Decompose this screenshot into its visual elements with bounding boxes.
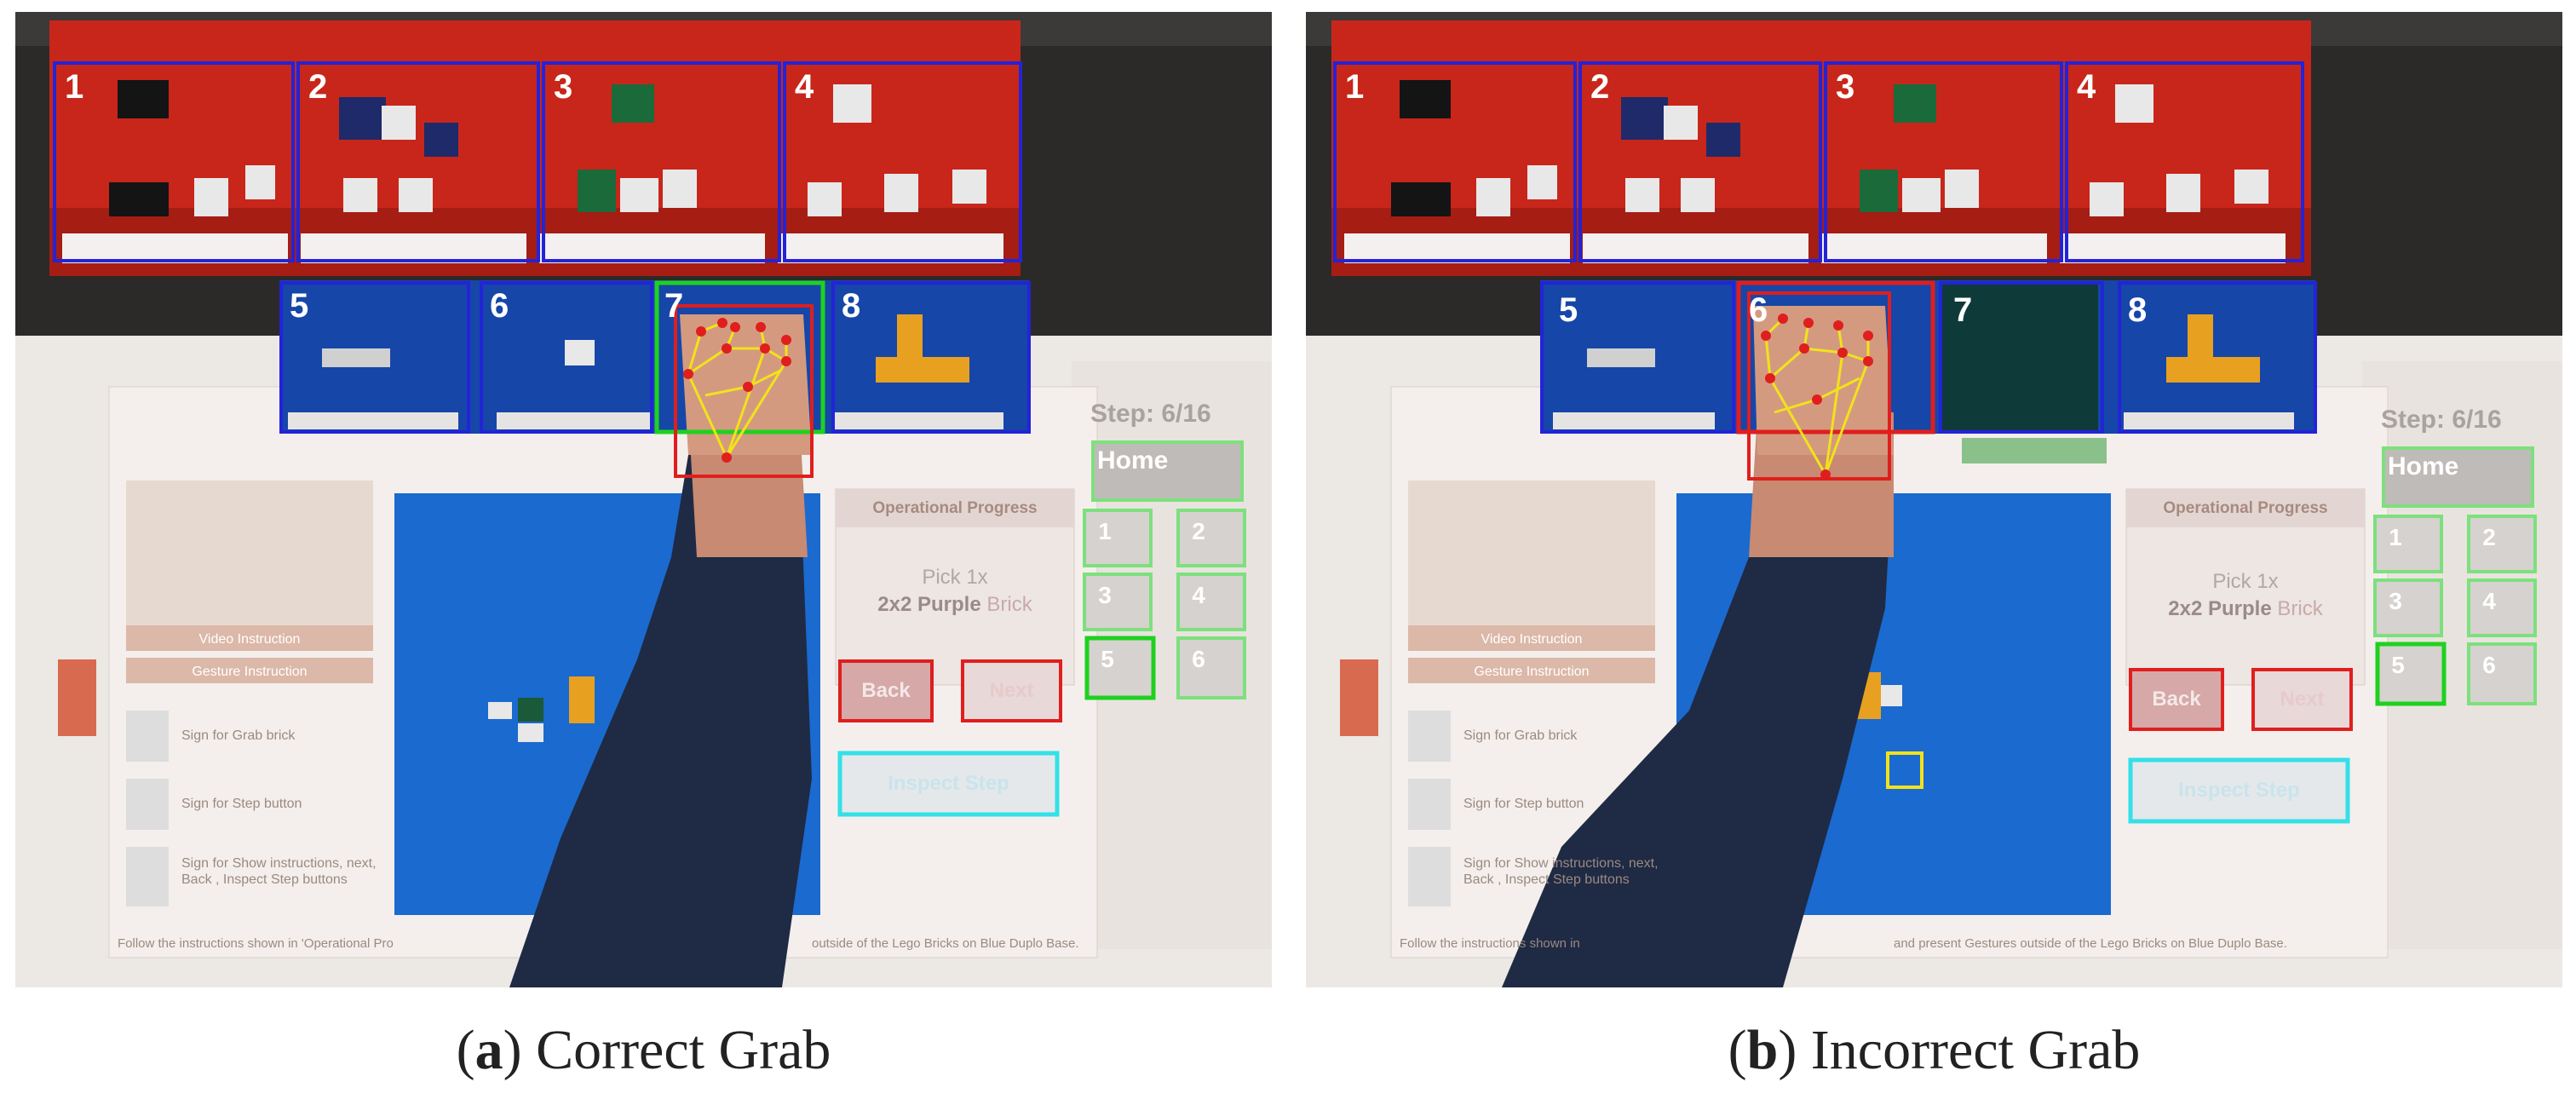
side-gesture-instruction: Gesture Instruction [1474, 665, 1590, 679]
side-video-instruction: Video Instruction [1481, 632, 1583, 647]
caption-b-text: Incorrect Grab [1810, 1019, 2141, 1081]
footer-instruction: Follow the instructions shown in [1400, 936, 1580, 951]
nav-button-1[interactable]: 1 [1098, 518, 1112, 544]
caption-b: (b) Incorrect Grab [1728, 1019, 2141, 1081]
home-button[interactable]: Home [1097, 446, 1169, 475]
caption-a-letter: a [474, 1019, 503, 1081]
side-sign-step: Sign for Step button [1463, 797, 1584, 811]
side-sign-show: Sign for Show instructions, next, Back ,… [181, 856, 377, 888]
instruction-line-2: 2x2 Purple Brick [836, 593, 1074, 617]
nav-button-3[interactable]: 3 [1098, 582, 1112, 608]
inspect-step-button[interactable]: Inspect Step [2178, 779, 2300, 802]
next-button[interactable]: Next [2280, 688, 2325, 711]
bin-label-4: 4 [2077, 68, 2096, 106]
bin-label-6: 6 [490, 287, 509, 325]
back-button[interactable]: Back [861, 679, 911, 702]
scene-a [15, 12, 1272, 987]
bin-label-4: 4 [795, 68, 814, 106]
side-sign-grab: Sign for Grab brick [181, 728, 296, 743]
footer-instruction-tail: and present Gestures outside of the Lego… [1894, 936, 2287, 951]
back-button[interactable]: Back [2152, 688, 2201, 711]
progress-title: Operational Progress [2163, 499, 2328, 517]
side-sign-grab: Sign for Grab brick [1463, 728, 1578, 743]
nav-button-4[interactable]: 4 [2482, 588, 2496, 614]
side-sign-step: Sign for Step button [181, 797, 302, 811]
nav-button-5[interactable]: 5 [1101, 646, 1114, 672]
nav-button-1[interactable]: 1 [2389, 524, 2402, 550]
instruction-object: Brick [986, 593, 1032, 616]
instruction-object: Brick [2277, 597, 2323, 620]
caption-a: (a) Correct Grab [456, 1019, 831, 1081]
bin-label-3: 3 [1836, 68, 1855, 106]
next-button[interactable]: Next [989, 679, 1034, 702]
home-button[interactable]: Home [2388, 452, 2459, 481]
bin-label-1: 1 [65, 68, 84, 106]
bin-label-2: 2 [1590, 68, 1610, 106]
step-counter: Step: 6/16 [1090, 400, 1211, 428]
bin-label-8: 8 [842, 287, 861, 325]
panel-b: 1 2 3 4 5 6 7 8 Step: 6/16 Home 1 2 3 4 … [1306, 12, 2562, 987]
side-gesture-instruction: Gesture Instruction [192, 665, 308, 679]
side-video-instruction: Video Instruction [198, 632, 301, 647]
bin-label-2: 2 [308, 68, 328, 106]
nav-button-2[interactable]: 2 [1192, 518, 1205, 544]
footer-instruction-tail: outside of the Lego Bricks on Blue Duplo… [812, 936, 1079, 951]
bin-label-5: 5 [1559, 291, 1578, 329]
panel-a: 1 2 3 4 5 6 7 8 Step: 6/16 Home 1 2 3 4 … [15, 12, 1272, 987]
caption-b-letter: b [1746, 1019, 1779, 1081]
scene-b [1306, 12, 2562, 987]
progress-title: Operational Progress [872, 499, 1038, 517]
nav-button-4[interactable]: 4 [1192, 582, 1205, 608]
instruction-line-2: 2x2 Purple Brick [2126, 597, 2365, 621]
instruction-line-1: Pick 1x [922, 566, 988, 589]
nav-button-6[interactable]: 6 [2482, 652, 2496, 678]
bin-label-7: 7 [1953, 291, 1973, 329]
bin-label-3: 3 [554, 68, 573, 106]
instruction-color: 2x2 Purple [2168, 597, 2278, 620]
step-counter: Step: 6/16 [2381, 406, 2502, 434]
nav-button-3[interactable]: 3 [2389, 588, 2402, 614]
caption-a-text: Correct Grab [536, 1019, 831, 1081]
bin-label-7: 7 [664, 287, 684, 325]
bin-label-6: 6 [1749, 291, 1768, 329]
nav-button-6[interactable]: 6 [1192, 646, 1205, 672]
bin-label-5: 5 [290, 287, 309, 325]
bin-label-8: 8 [2128, 291, 2148, 329]
nav-button-2[interactable]: 2 [2482, 524, 2496, 550]
instruction-line-1: Pick 1x [2212, 570, 2279, 593]
instruction-color: 2x2 Purple [877, 593, 987, 616]
footer-instruction: Follow the instructions shown in 'Operat… [118, 936, 394, 951]
inspect-step-button[interactable]: Inspect Step [888, 772, 1009, 795]
bin-label-1: 1 [1345, 68, 1365, 106]
side-sign-show: Sign for Show instructions, next, Back ,… [1463, 856, 1659, 888]
nav-button-5[interactable]: 5 [2391, 652, 2405, 678]
